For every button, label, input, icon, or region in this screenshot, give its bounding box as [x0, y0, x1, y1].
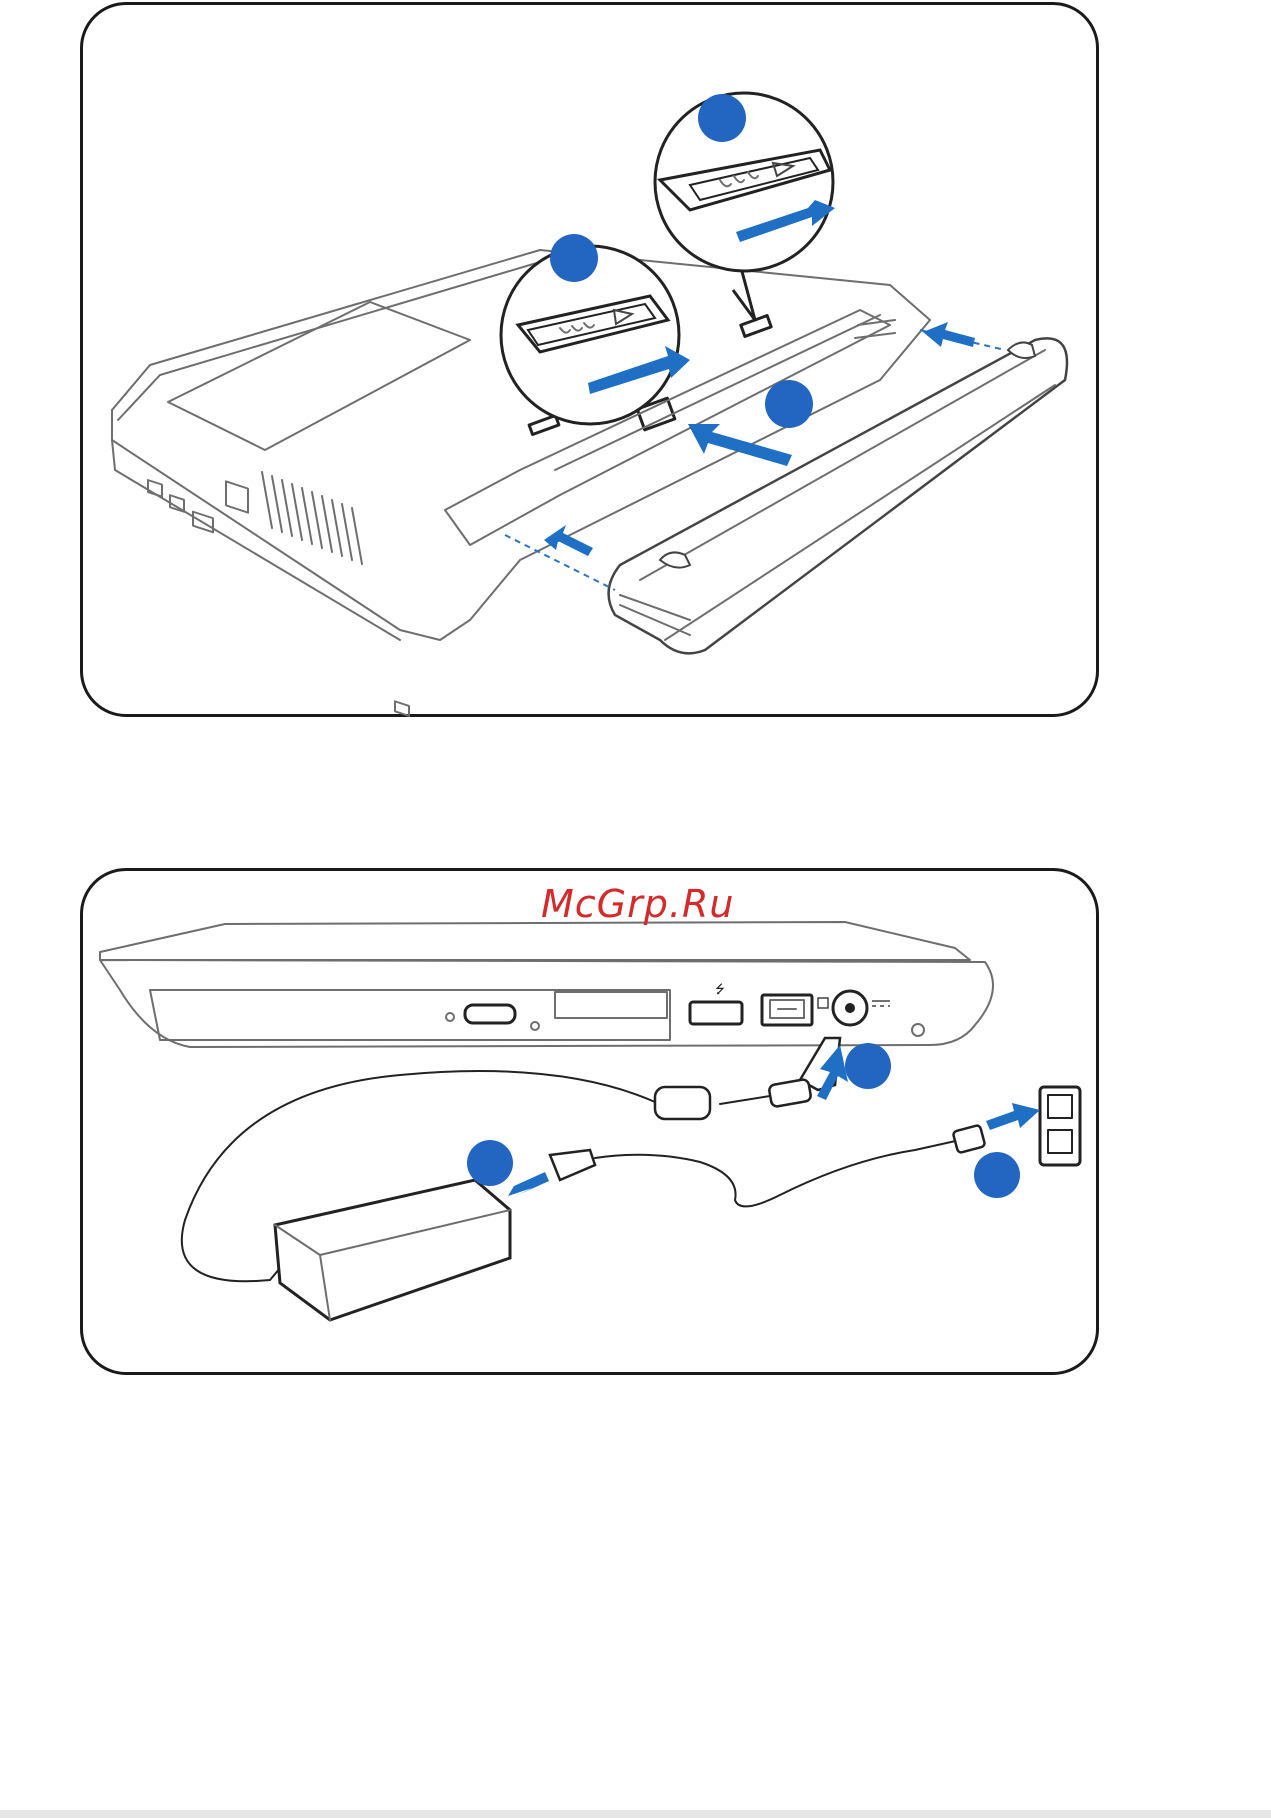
step-marker-2 — [698, 94, 746, 142]
step-marker-3 — [765, 380, 813, 428]
power-connection-figure — [80, 868, 1099, 1375]
vent-grille — [262, 472, 362, 564]
battery-pack — [609, 338, 1067, 653]
callout-latch-spring — [655, 93, 835, 271]
page-bottom-rule — [0, 1810, 1271, 1818]
slide-battery-arrow — [688, 424, 792, 466]
insert-arrow-left — [544, 525, 593, 556]
step-marker-1 — [550, 234, 598, 282]
insert-arrow-right — [923, 322, 975, 347]
watermark-text: McGrp.Ru — [541, 882, 734, 926]
